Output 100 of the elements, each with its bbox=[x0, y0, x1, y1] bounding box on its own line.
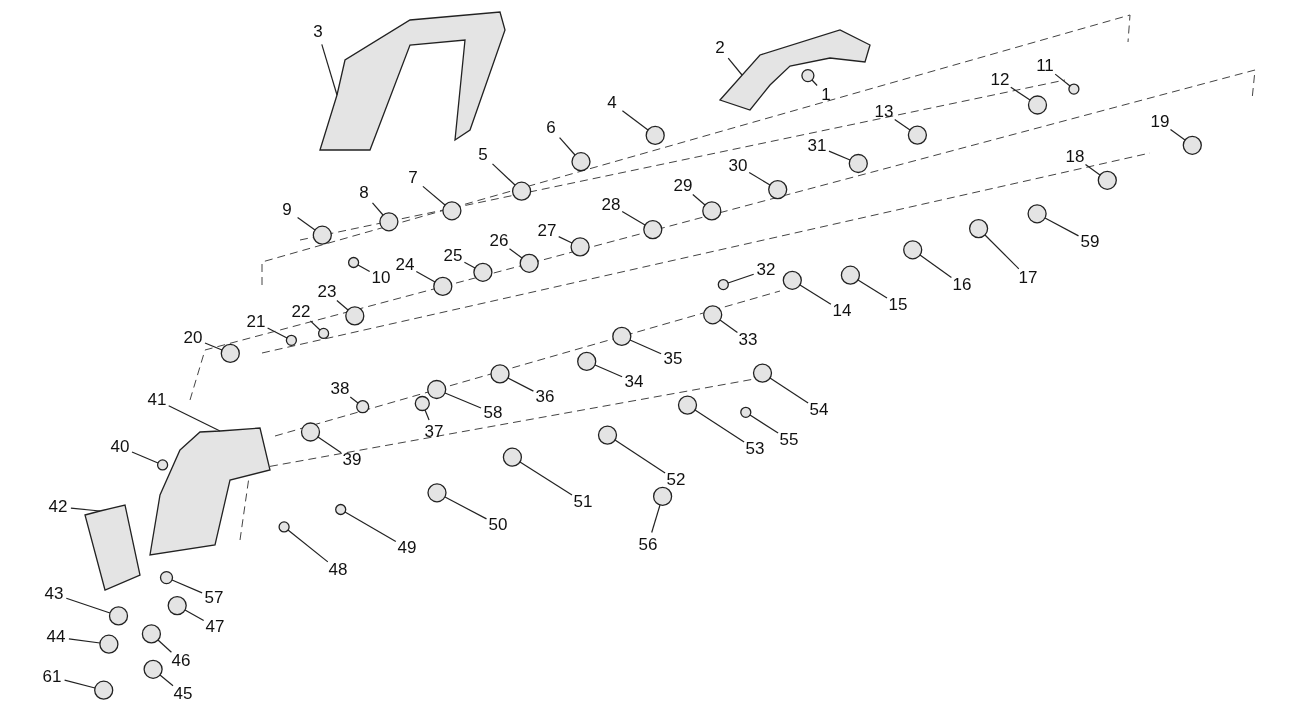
leader-line bbox=[168, 405, 221, 432]
leader-line bbox=[594, 364, 623, 378]
leader-line bbox=[349, 396, 359, 404]
machine-part-drawing bbox=[1068, 83, 1080, 95]
leader-line bbox=[727, 57, 743, 76]
callout-number: 29 bbox=[673, 177, 693, 195]
leader-line bbox=[344, 511, 397, 543]
leader-line bbox=[614, 439, 666, 474]
leader-line bbox=[748, 172, 771, 186]
callout-number: 41 bbox=[147, 391, 167, 409]
machine-part-drawing bbox=[156, 459, 169, 471]
callout-number: 39 bbox=[342, 451, 362, 469]
callout-number: 50 bbox=[488, 516, 508, 534]
leader-line bbox=[309, 320, 321, 331]
leader-line bbox=[719, 319, 738, 333]
callout-number: 9 bbox=[282, 201, 292, 219]
machine-part-drawing bbox=[473, 262, 493, 282]
machine-part-drawing bbox=[903, 240, 923, 260]
callout-number: 14 bbox=[832, 302, 852, 320]
machine-part-drawing bbox=[427, 483, 447, 503]
leader-line bbox=[159, 674, 174, 687]
machine-part-drawing bbox=[782, 270, 802, 290]
leader-line bbox=[749, 414, 779, 434]
leader-line bbox=[287, 529, 329, 563]
machine-part-drawing bbox=[703, 305, 723, 325]
machine-part-drawing bbox=[278, 521, 290, 533]
machine-part-drawing bbox=[1182, 135, 1202, 155]
leader-line bbox=[1044, 217, 1080, 237]
callout-number: 19 bbox=[1150, 113, 1170, 131]
machine-part-drawing bbox=[143, 659, 163, 679]
callout-number: 21 bbox=[246, 313, 266, 331]
callout-number: 15 bbox=[888, 296, 908, 314]
machine-part-drawing bbox=[740, 406, 752, 418]
callout-number: 2 bbox=[715, 39, 725, 57]
machine-part-drawing bbox=[570, 237, 590, 257]
leader-line bbox=[371, 202, 384, 216]
callout-number: 38 bbox=[330, 380, 350, 398]
leader-line bbox=[621, 110, 649, 131]
machine-part-drawing bbox=[1027, 204, 1047, 224]
machine-part-drawing bbox=[718, 29, 871, 111]
callout-number: 13 bbox=[874, 103, 894, 121]
leader-line bbox=[828, 150, 851, 161]
machine-part-drawing bbox=[99, 634, 119, 654]
machine-part-drawing bbox=[159, 570, 174, 585]
callout-number: 1 bbox=[821, 86, 831, 104]
callout-number: 52 bbox=[666, 471, 686, 489]
leader-line bbox=[171, 579, 203, 594]
leader-line bbox=[68, 638, 101, 644]
machine-part-drawing bbox=[379, 212, 399, 232]
machine-part-drawing bbox=[571, 152, 591, 172]
machine-part-drawing bbox=[427, 379, 447, 400]
machine-part-drawing bbox=[768, 179, 788, 200]
leader-line bbox=[919, 254, 952, 278]
machine-part-drawing bbox=[519, 253, 539, 273]
leader-line bbox=[267, 327, 288, 339]
leader-line bbox=[463, 261, 476, 269]
leader-line bbox=[157, 639, 172, 653]
callout-number: 36 bbox=[535, 388, 555, 406]
callout-number: 56 bbox=[638, 536, 658, 554]
machine-part-drawing bbox=[317, 327, 330, 340]
callout-number: 34 bbox=[624, 373, 644, 391]
leader-line bbox=[559, 137, 576, 156]
machine-part-drawing bbox=[108, 606, 129, 626]
machine-part-drawing bbox=[1027, 95, 1048, 115]
leader-line bbox=[894, 118, 911, 131]
machine-part-drawing bbox=[801, 68, 815, 83]
callout-number: 33 bbox=[738, 331, 758, 349]
callout-number: 55 bbox=[779, 431, 799, 449]
leader-line bbox=[70, 507, 101, 512]
callout-number: 4 bbox=[607, 94, 617, 112]
machine-part-drawing bbox=[597, 425, 618, 445]
leader-line bbox=[694, 409, 745, 443]
machine-part-drawing bbox=[300, 422, 321, 442]
machine-part-drawing bbox=[717, 278, 729, 291]
callout-number: 51 bbox=[573, 493, 593, 511]
leader-line bbox=[131, 451, 159, 464]
callout-number: 42 bbox=[48, 498, 68, 516]
leader-line bbox=[651, 504, 661, 534]
machine-part-drawing bbox=[511, 181, 532, 201]
machine-part-drawing bbox=[84, 504, 141, 591]
leader-line bbox=[1169, 129, 1186, 141]
leader-line bbox=[444, 496, 488, 520]
machine-part-drawing bbox=[335, 503, 347, 516]
leader-line bbox=[297, 217, 316, 231]
machine-part-drawing bbox=[94, 680, 114, 700]
machine-part-drawing bbox=[433, 276, 453, 297]
callout-number: 20 bbox=[183, 329, 203, 347]
callout-number: 16 bbox=[952, 276, 972, 294]
callout-number: 35 bbox=[663, 350, 683, 368]
callout-number: 22 bbox=[291, 303, 311, 321]
callout-number: 10 bbox=[371, 269, 391, 287]
callout-number: 27 bbox=[537, 222, 557, 240]
callout-number: 25 bbox=[443, 247, 463, 265]
callout-number: 28 bbox=[601, 196, 621, 214]
machine-part-drawing bbox=[612, 326, 632, 347]
machine-part-drawing bbox=[502, 447, 523, 467]
leader-line bbox=[64, 679, 96, 689]
machine-part-drawing bbox=[414, 395, 430, 412]
machine-part-drawing bbox=[1097, 170, 1117, 190]
callout-number: 61 bbox=[42, 668, 62, 686]
